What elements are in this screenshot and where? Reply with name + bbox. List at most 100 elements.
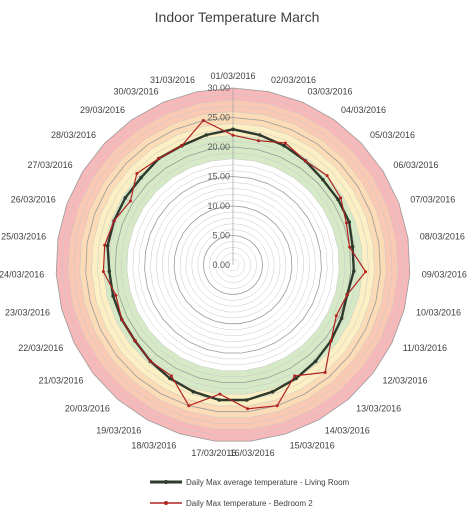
series-0-point	[168, 376, 172, 381]
grid-ring-2	[220, 252, 246, 277]
grid-ring-9	[179, 211, 287, 319]
series-1-point	[348, 245, 352, 249]
series-0-point	[217, 398, 222, 402]
grid-ring-10	[173, 205, 293, 325]
radial-tick-labels: 0.00 5.00 10.00 15.00 20.00 25.00 30.00	[207, 83, 230, 270]
legend-marker-living-room	[164, 480, 168, 484]
series-0-point	[123, 196, 128, 200]
category-label: 31/03/2016	[150, 75, 195, 85]
grid-ring-17	[132, 164, 334, 366]
legend-label-living-room: Daily Max average temperature - Living R…	[186, 478, 350, 487]
series-0-point	[282, 143, 287, 148]
series-1-point	[157, 157, 161, 160]
series-0-point	[339, 316, 344, 321]
category-label: 26/03/2016	[11, 194, 56, 204]
category-label: 17/03/2016	[191, 448, 236, 458]
category-label: 11/03/2016	[403, 343, 447, 353]
r-tick-label: 0.00	[212, 260, 230, 270]
grid-ring-24	[91, 123, 375, 407]
series-line-0	[106, 128, 355, 402]
series-0-point	[111, 294, 115, 298]
grid-ring-1	[226, 258, 240, 272]
series-1-point	[246, 407, 250, 411]
series-0-point	[347, 220, 352, 224]
grid-ring-15	[144, 176, 322, 354]
series-1-point	[325, 174, 329, 178]
legend-label-bedroom-2: Daily Max temperature - Bedroom 2	[186, 499, 313, 508]
series-0-point	[204, 133, 209, 137]
grid-ring-4	[209, 241, 257, 289]
series-1-point	[231, 133, 235, 137]
series-0-point	[350, 244, 355, 249]
series-1-point	[218, 392, 222, 396]
series-0-point	[336, 197, 340, 202]
series-0-point	[321, 177, 325, 182]
series-0-point	[139, 175, 143, 180]
category-label: 21/03/2016	[38, 376, 83, 386]
r-tick-label: 25.00	[207, 113, 230, 123]
category-label: 04/03/2016	[341, 105, 386, 115]
series-1-point	[283, 141, 287, 145]
r-tick-label: 30.00	[207, 83, 230, 93]
category-label: 06/03/2016	[393, 160, 438, 170]
category-label: 05/03/2016	[370, 130, 415, 140]
series-1-point	[345, 293, 349, 297]
series-1-point	[257, 139, 260, 143]
grid-ring-7	[191, 223, 275, 307]
series-0-point	[257, 133, 262, 137]
category-label: 23/03/2016	[5, 307, 50, 317]
series-0-point	[313, 359, 318, 364]
series-1-point	[135, 172, 139, 175]
series-1-point	[133, 339, 137, 343]
category-label: 28/03/2016	[51, 130, 96, 140]
series-1-point	[112, 219, 116, 223]
category-label: 08/03/2016	[420, 231, 465, 241]
grid-ring-18	[126, 158, 340, 371]
series-group	[101, 119, 368, 411]
grid-ring-28	[67, 99, 399, 430]
category-label: 12/03/2016	[383, 376, 428, 386]
series-1-point	[101, 270, 105, 274]
category-label: 13/03/2016	[356, 403, 401, 413]
r-tick-label: 10.00	[207, 201, 230, 211]
series-0-point	[352, 269, 356, 273]
grid-ring-6	[197, 229, 269, 301]
category-label: 24/03/2016	[0, 270, 44, 280]
grid-ring-12	[162, 193, 304, 336]
series-1-point	[180, 144, 184, 148]
series-1-point	[275, 404, 279, 408]
grid-ring-29	[61, 93, 405, 436]
series-1-point	[120, 318, 124, 322]
category-label: 30/03/2016	[113, 86, 158, 96]
series-1-point	[201, 119, 205, 122]
grid-ring-3	[215, 247, 251, 283]
grid-ring-16	[138, 170, 328, 360]
grid-ring-27	[73, 105, 393, 424]
grid-ring-19	[120, 152, 346, 377]
grid-ring-30	[55, 87, 411, 442]
series-1-point	[114, 293, 118, 297]
category-label: 02/03/2016	[271, 75, 316, 85]
series-1-point	[323, 370, 327, 374]
series-0-point	[191, 389, 196, 394]
category-label: 07/03/2016	[410, 194, 455, 204]
series-1-point	[128, 199, 132, 203]
grid-ring-5	[203, 235, 263, 295]
grid-ring-20	[114, 146, 352, 383]
grid-ring-8	[185, 217, 281, 313]
series-1-point	[169, 374, 173, 378]
category-label: 01/03/2016	[210, 71, 255, 81]
r-tick-label: 20.00	[207, 142, 230, 152]
category-label: 25/03/2016	[1, 231, 46, 241]
r-tick-label: 15.00	[207, 172, 230, 182]
series-1-point	[329, 339, 333, 343]
series-1-point	[103, 243, 107, 247]
category-label: 14/03/2016	[325, 425, 370, 435]
category-label: 22/03/2016	[18, 343, 63, 353]
series-0-point	[244, 398, 249, 402]
series-1-point	[364, 270, 368, 274]
r-tick-label: 5.00	[212, 231, 230, 241]
chart-title: Indoor Temperature March	[155, 9, 320, 25]
